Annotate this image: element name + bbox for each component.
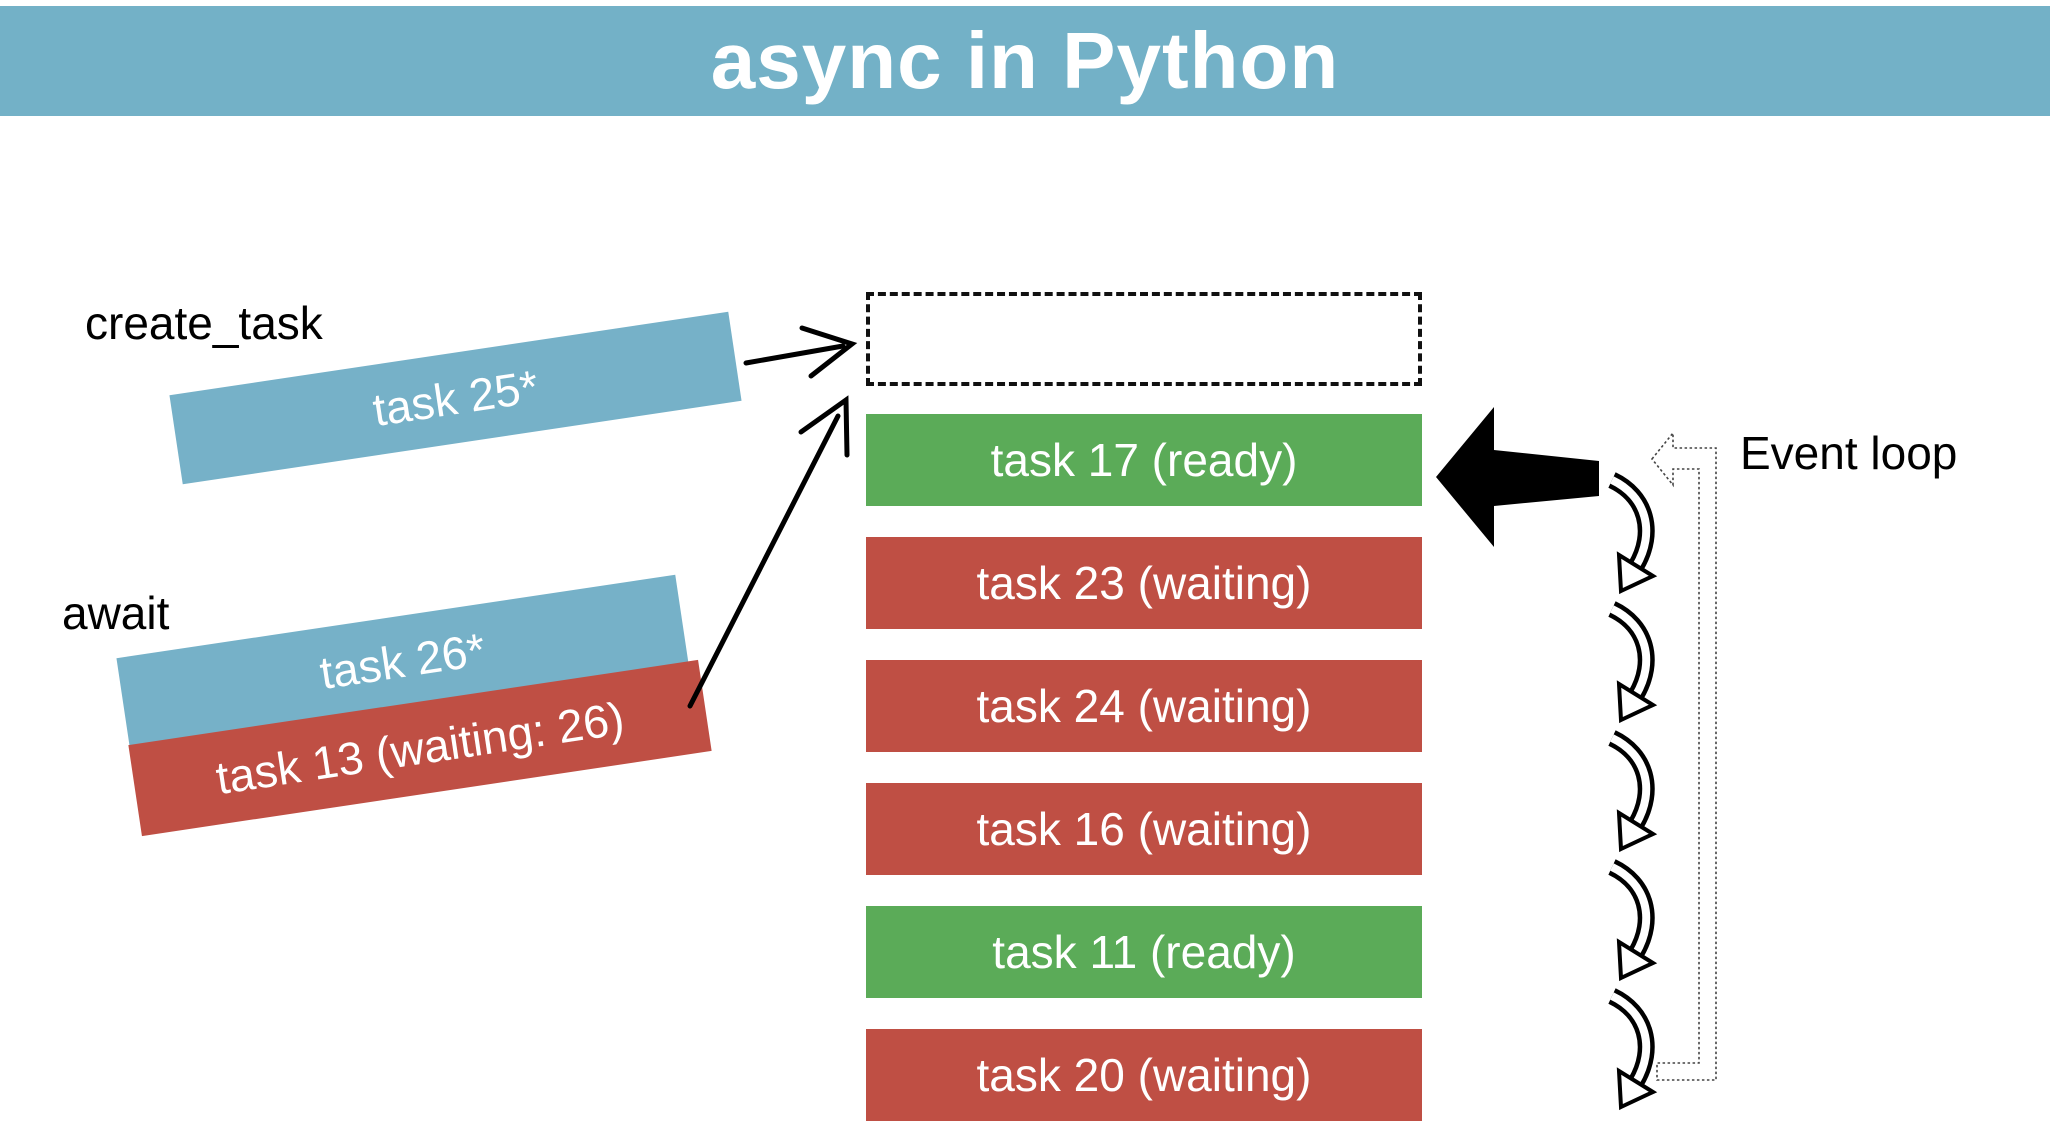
await-label: await [62,587,170,639]
cycle-arrow-icon [1612,738,1653,849]
cycle-arrow-icon [1612,867,1653,978]
cycle-arrow-icon [1612,609,1653,720]
task-queue: task 17 (ready) task 23 (waiting) task 24 … [866,292,1422,1126]
floating-task-label: task 26* [316,623,489,699]
await-arrow-icon [687,395,850,709]
queue-task-label: task 11 (ready) [992,926,1296,978]
queue-task-box: task 16 (waiting) [866,783,1422,875]
title-bar: async in Python [0,6,2050,116]
current-task-arrow-icon [1436,407,1599,547]
queue-task-label: task 23 (waiting) [976,557,1312,609]
queue-task-label: task 24 (waiting) [976,680,1312,732]
floating-task-label: task 25* [369,360,542,436]
create-task-label: create_task [85,297,323,349]
cycle-arrow-icon [1612,996,1653,1107]
queue-task-box: task 24 (waiting) [866,660,1422,752]
event-loop-return-path-icon [1650,430,1717,1081]
queue-task-box: task 17 (ready) [866,414,1422,506]
queue-task-label: task 16 (waiting) [976,803,1312,855]
event-loop-label: Event loop [1740,427,1958,479]
queue-task-box: task 20 (waiting) [866,1029,1422,1121]
queue-task-box: task 11 (ready) [866,906,1422,998]
cycle-arrow-icon [1612,480,1653,591]
queue-task-label: task 20 (waiting) [976,1049,1312,1101]
event-loop-cycle-arrows [1612,480,1653,1107]
queue-task-box: task 23 (waiting) [866,537,1422,629]
queue-empty-slot [866,292,1422,386]
queue-task-label: task 17 (ready) [990,434,1298,486]
page-title: async in Python [710,16,1340,105]
create-task-arrow-icon [743,325,858,379]
